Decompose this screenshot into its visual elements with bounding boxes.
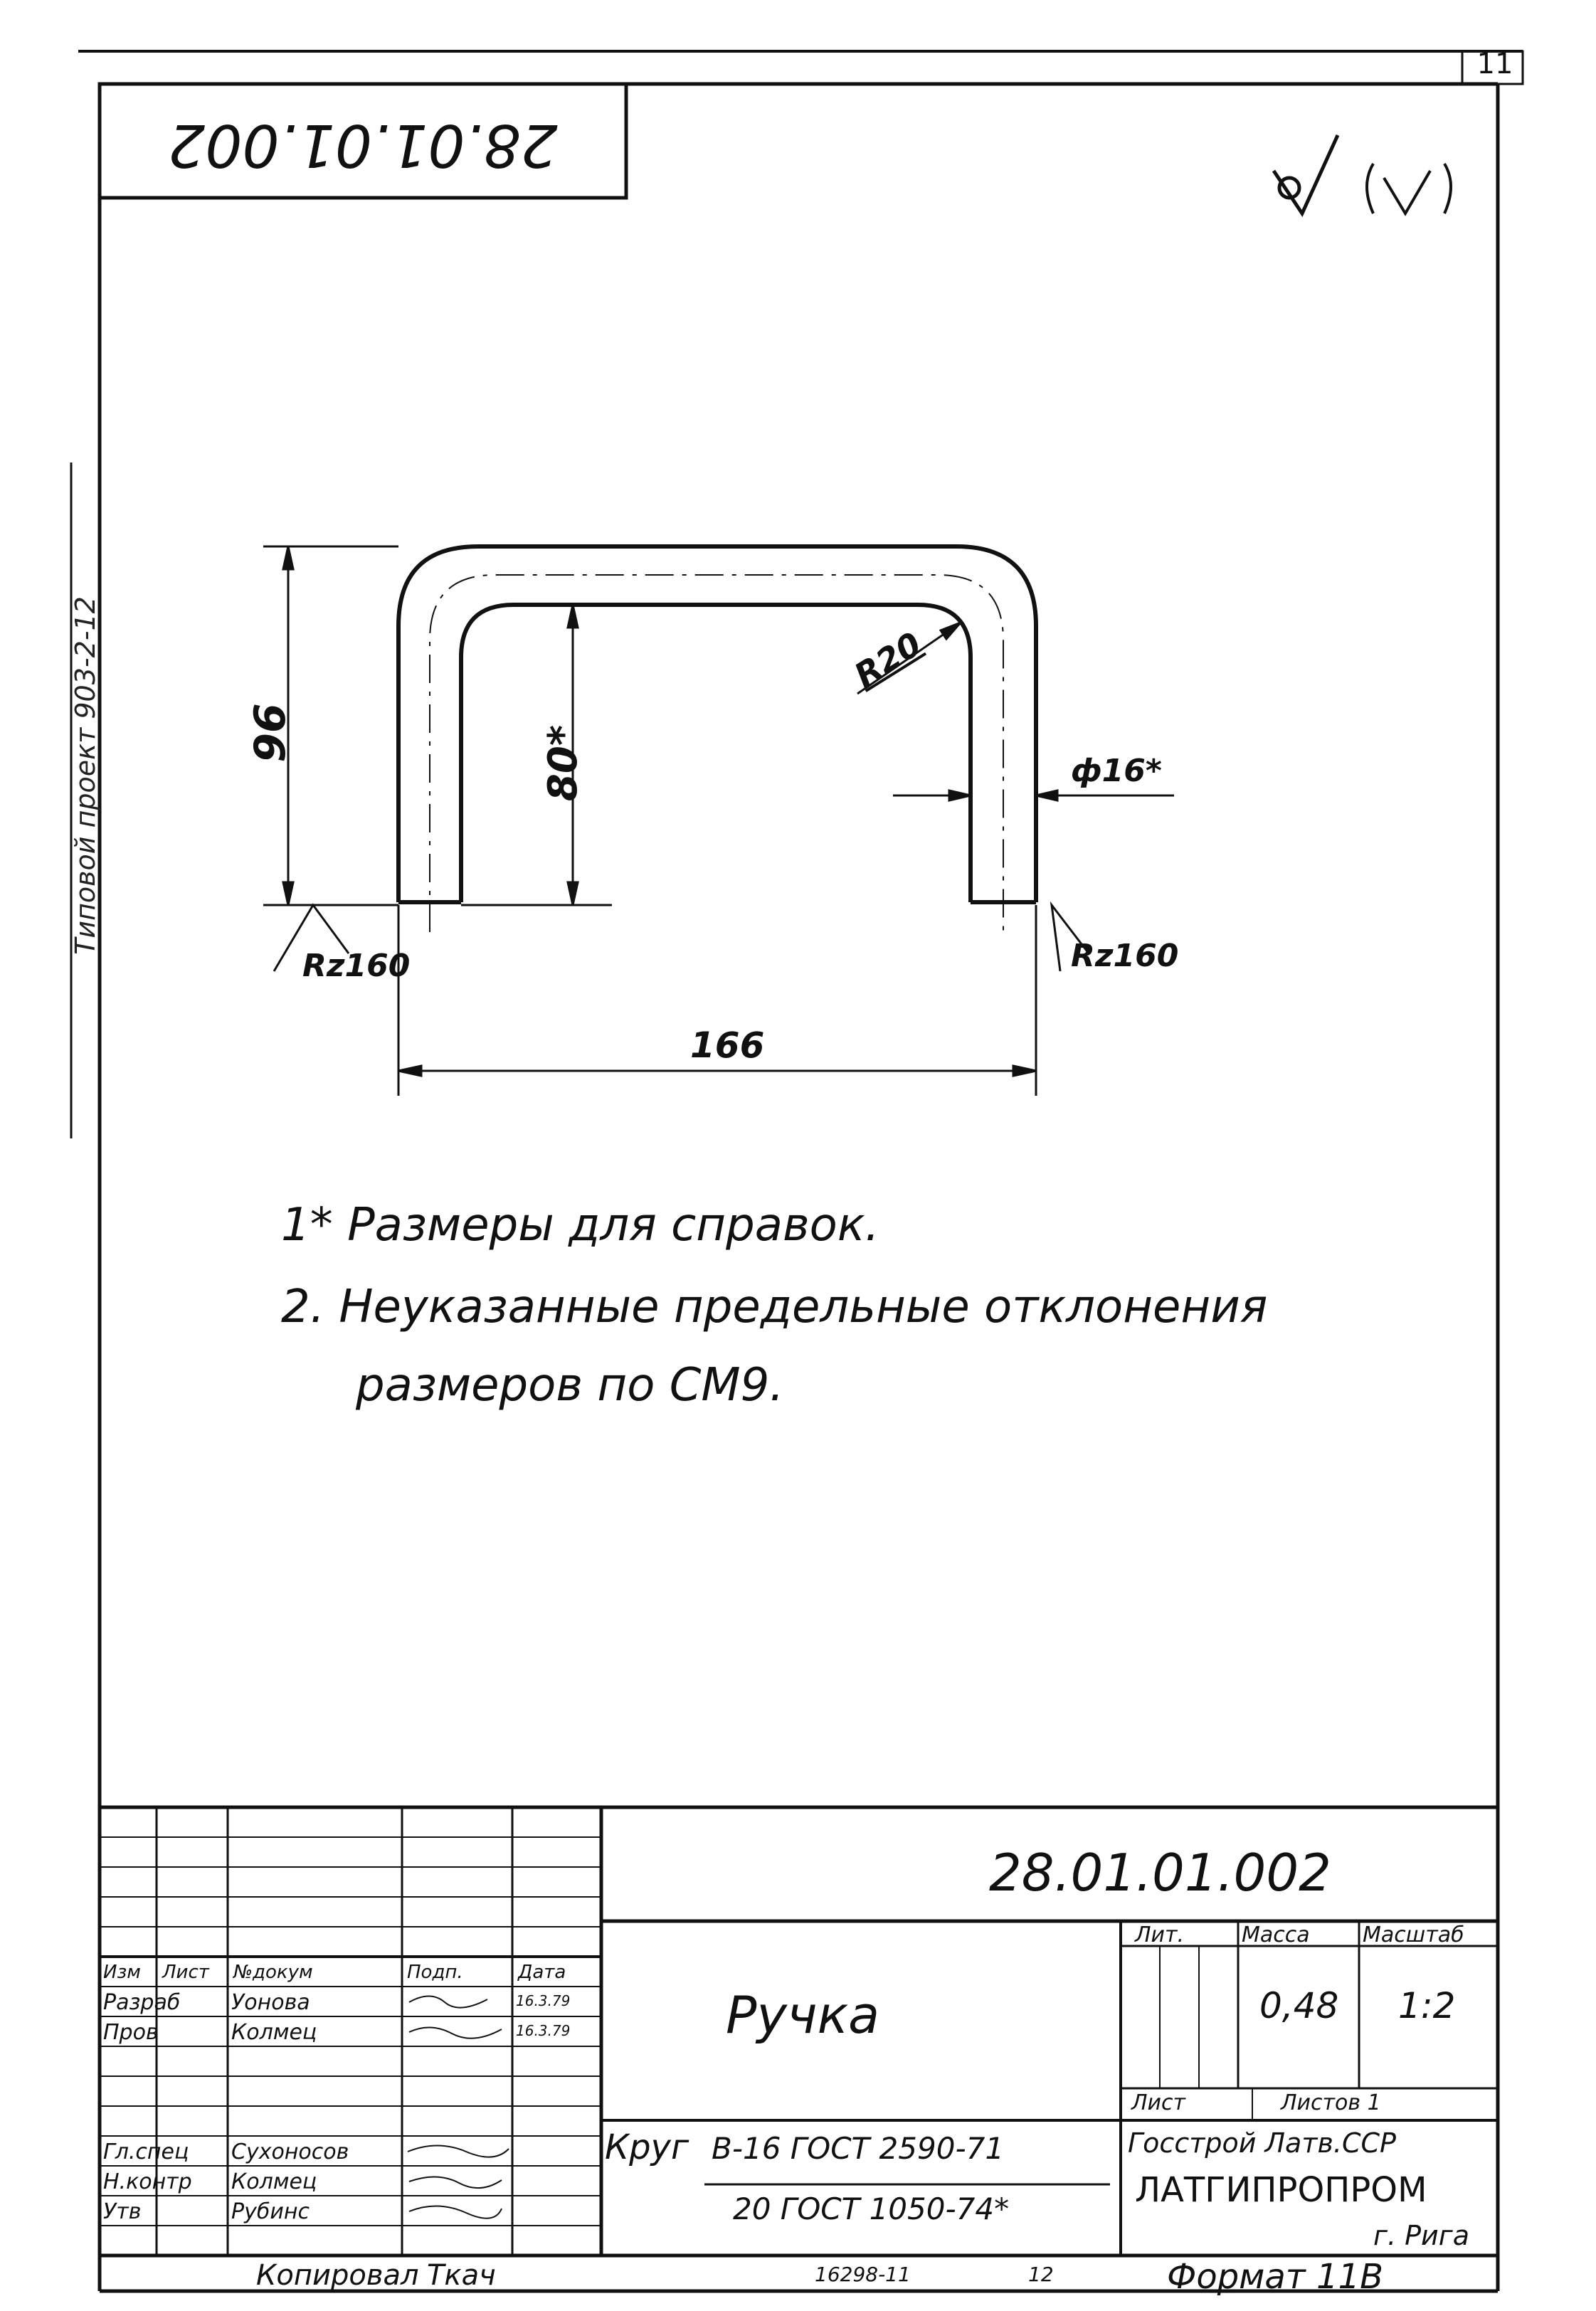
rz-left-label: Rz160 [302, 948, 411, 984]
footer-copier-sign: Ткач [427, 2259, 496, 2292]
tb-scale: 1:2 [1398, 1985, 1456, 2026]
note-2-cont: размеров по СМ9. [356, 1359, 784, 1412]
sheet-number-box [1461, 50, 1524, 85]
tb-row-name: Уонова [231, 1990, 310, 2015]
dim-96-label: 96 [245, 703, 295, 763]
signatures [407, 1995, 509, 2219]
tb-material-bottom: 20 ГОСТ 1050-74* [733, 2191, 1010, 2226]
tb-row-role: Н.контр [103, 2169, 192, 2194]
doc-code-rotated: 28.01.01.002 [168, 111, 558, 179]
side-text: Типовой проект 903-2-12 [70, 596, 101, 955]
tb-row-role: Утв [103, 2199, 142, 2224]
tb-col-izm: Изм [103, 1962, 141, 1983]
tb-org-2: ЛАТГИПРОПРОМ [1135, 2170, 1427, 2210]
dim-80-label: 80* [540, 724, 587, 802]
dim-d16-label: ф16* [1071, 753, 1162, 789]
dim-166-label: 166 [690, 1025, 765, 1066]
tb-doc-code: 28.01.01.002 [989, 1843, 1331, 1903]
tb-col-sign: Подп. [407, 1962, 463, 1983]
dim-96 [263, 545, 398, 906]
note-2: 2. Неуказанные предельные отклонения [281, 1281, 1268, 1333]
tb-material-top: В-16 ГОСТ 2590-71 [712, 2131, 1005, 2166]
tb-mass: 0,48 [1259, 1985, 1339, 2026]
handle-centerline [429, 574, 1004, 932]
sheet-number: 11 [1476, 48, 1513, 80]
roughness-symbol-main [1272, 134, 1340, 218]
footer-order-number: 16298-11 [815, 2263, 911, 2286]
dim-80 [461, 604, 612, 906]
note-1: 1* Размеры для справок. [281, 1199, 879, 1252]
rz-leaders [273, 901, 1090, 972]
rz-right-label: Rz160 [1071, 938, 1179, 974]
tb-org-1: Госстрой Латв.ССР [1128, 2127, 1396, 2159]
tb-org-3: г. Рига [1373, 2220, 1469, 2251]
title-block-grid [100, 1805, 1498, 2258]
tb-row-name: Рубинс [231, 2199, 310, 2224]
tb-col-doc: №докум [233, 1962, 313, 1983]
footer-page: 12 [1028, 2263, 1054, 2286]
footer-format: Формат 11В [1167, 2257, 1384, 2297]
dim-r20 [857, 621, 962, 695]
tb-row-role: Гл.спец [103, 2140, 189, 2164]
tb-row-date: 16.3.79 [516, 2022, 571, 2039]
footer-copied-by: Копировал [256, 2259, 419, 2292]
tb-part-name: Ручка [726, 1985, 880, 2045]
tb-mass-label: Масса [1242, 1923, 1310, 1947]
tb-scale-label: Масштаб [1363, 1923, 1464, 1947]
dim-166 [397, 905, 1037, 1096]
dim-d16 [893, 789, 1174, 802]
tb-col-list: Лист [162, 1962, 209, 1983]
tb-sheet-label: Лист [1131, 2090, 1186, 2115]
tb-lit-label: Лит. [1135, 1923, 1185, 1947]
tb-col-date: Дата [518, 1962, 566, 1983]
tb-sheets-label: Листов 1 [1281, 2090, 1381, 2115]
roughness-symbol-bracket [1365, 162, 1452, 216]
tb-row-name: Колмец [231, 2169, 317, 2194]
tb-row-name: Колмец [231, 2020, 317, 2045]
tb-row-name: Сухоносов [231, 2140, 349, 2164]
doc-code-box [97, 82, 628, 200]
tb-row-date: 16.3.79 [516, 1992, 571, 2009]
handle-outline [396, 544, 1038, 904]
tb-row-role: Пров [103, 2020, 159, 2045]
tb-material-prefix: Круг [605, 2127, 689, 2167]
tb-row-role: Разраб [103, 1990, 181, 2015]
